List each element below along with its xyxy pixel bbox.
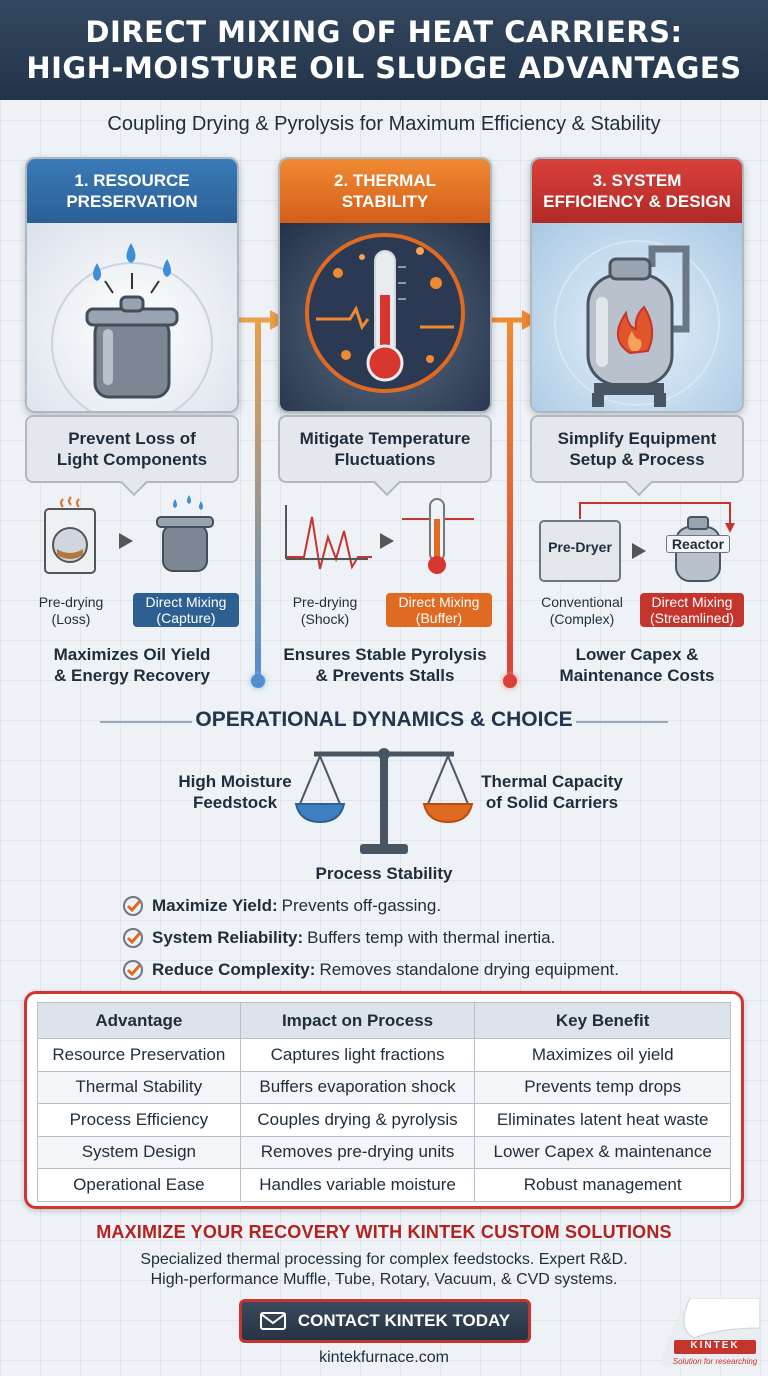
- comparison: Pre-Dryer Reactor: [530, 495, 744, 605]
- comparison-illustration: [285, 498, 474, 574]
- left-caption: Pre-drying(Loss): [38, 594, 104, 627]
- list-item: Reduce Complexity:Removes standalone dry…: [122, 954, 722, 986]
- check-icon: [123, 960, 143, 980]
- card-illustration: [27, 223, 237, 411]
- comparison-illustration: [44, 495, 214, 574]
- table-cell: Lower Capex & maintenance: [474, 1135, 731, 1169]
- water-drop-icon: [126, 243, 136, 263]
- table-cell: Prevents temp drops: [474, 1070, 731, 1104]
- arrow-right-icon: [119, 533, 133, 549]
- table-cell: Couples drying & pyrolysis: [239, 1103, 476, 1137]
- table-row: Resource Preservation Captures light fra…: [37, 1038, 731, 1072]
- result-text: Maximizes Oil Yield& Energy Recovery: [53, 645, 211, 685]
- left-caption: Pre-drying(Shock): [292, 594, 358, 627]
- connector-end-dot: [503, 674, 517, 688]
- table-row: Thermal Stability Buffers evaporation sh…: [37, 1070, 731, 1104]
- section-title: OPERATIONAL DYNAMICS & CHOICE: [195, 708, 573, 731]
- contact-button[interactable]: CONTACT KINTEK TODAY: [239, 1299, 531, 1343]
- table-header: Impact on Process: [239, 1002, 476, 1039]
- balance-scale-icon: [294, 748, 474, 854]
- balance-bottom-label: Process Stability: [315, 864, 453, 883]
- mail-icon: [259, 1312, 286, 1330]
- fluctuation-graph-icon: [286, 516, 372, 570]
- reactor-icon: [554, 240, 720, 407]
- table-cell: Thermal Stability: [37, 1070, 241, 1104]
- water-drop-icon: [163, 259, 171, 277]
- comparison: [278, 495, 492, 605]
- result-text: Ensures Stable Pyrolysis& Prevents Stall…: [283, 645, 487, 685]
- list-item: Maximize Yield:Prevents off-gassing.: [122, 890, 722, 922]
- result-text: Lower Capex &Maintenance Costs: [559, 645, 715, 685]
- header: DIRECT MIXING OF HEAT CARRIERS: HIGH-MOI…: [0, 0, 768, 100]
- vessel-icon: [162, 524, 208, 572]
- table-cell: Process Efficiency: [37, 1103, 241, 1137]
- connector-pipe-blue: [255, 320, 261, 680]
- check-icon: [123, 896, 143, 916]
- comparison: [25, 495, 239, 605]
- table-row: Operational Ease Handles variable moistu…: [37, 1168, 731, 1202]
- check-icon: [123, 928, 143, 948]
- subtitle: Coupling Drying & Pyrolysis for Maximum …: [107, 113, 661, 135]
- direct-mixing-tag: Direct Mixing(Buffer): [386, 593, 492, 627]
- table-cell: Handles variable moisture: [239, 1168, 476, 1202]
- table-row: System Design Removes pre-drying units L…: [37, 1135, 731, 1169]
- website-link[interactable]: kintekfurnace.com: [319, 1349, 449, 1366]
- cta-title: MAXIMIZE YOUR RECOVERY WITH KINTEK CUSTO…: [96, 1222, 672, 1242]
- list-item: System Reliability:Buffers temp with the…: [122, 922, 722, 954]
- divider: [576, 721, 668, 723]
- divider: [100, 721, 192, 723]
- table-cell: Removes pre-drying units: [239, 1135, 476, 1169]
- table-cell: Buffers evaporation shock: [239, 1070, 476, 1104]
- benefit-list: Maximize Yield:Prevents off-gassing. Sys…: [122, 890, 722, 986]
- vessel-icon: [51, 243, 213, 411]
- flame-icon: [617, 305, 654, 355]
- water-drop-icon: [93, 263, 101, 281]
- pre-dryer-label: Pre-Dryer: [548, 539, 612, 555]
- table-header: Advantage: [37, 1002, 241, 1039]
- table-header: Key Benefit: [474, 1002, 731, 1039]
- left-caption: Conventional(Complex): [541, 594, 623, 627]
- table-cell: Operational Ease: [37, 1168, 241, 1202]
- summary-table: Advantage Impact on Process Key Benefit …: [37, 1002, 731, 1202]
- table-header-row: Advantage Impact on Process Key Benefit: [37, 1002, 731, 1039]
- direct-mixing-tag: Direct Mixing(Capture): [133, 593, 239, 627]
- logo-name: KINTEK: [690, 1340, 740, 1351]
- pre-dryer-box: [539, 520, 621, 582]
- connector-end-dot: [251, 674, 265, 688]
- reactor-label: Reactor: [666, 535, 730, 553]
- card-illustration: [532, 223, 742, 411]
- table-cell: Robust management: [474, 1168, 731, 1202]
- table-cell: Maximizes oil yield: [474, 1038, 731, 1072]
- summary-table-container: Advantage Impact on Process Key Benefit …: [24, 991, 744, 1209]
- table-row: Process Efficiency Couples drying & pyro…: [37, 1103, 731, 1137]
- table-cell: Eliminates latent heat waste: [474, 1103, 731, 1137]
- page-title: DIRECT MIXING OF HEAT CARRIERS: HIGH-MOI…: [26, 15, 742, 85]
- logo-tagline: Solution for researching: [672, 1357, 758, 1366]
- table-cell: Resource Preservation: [37, 1038, 241, 1072]
- thermometer-icon: [305, 233, 465, 393]
- kintek-logo: [660, 1298, 760, 1366]
- connector-pipe-red: [507, 320, 513, 680]
- table-cell: System Design: [37, 1135, 241, 1169]
- arrow-right-icon: [632, 543, 646, 559]
- card-illustration: [280, 223, 490, 411]
- table-cell: Captures light fractions: [239, 1038, 476, 1072]
- cta-description: Specialized thermal processing for compl…: [140, 1251, 628, 1288]
- arrow-right-icon: [380, 533, 394, 549]
- direct-mixing-tag: Direct Mixing(Streamlined): [640, 593, 744, 627]
